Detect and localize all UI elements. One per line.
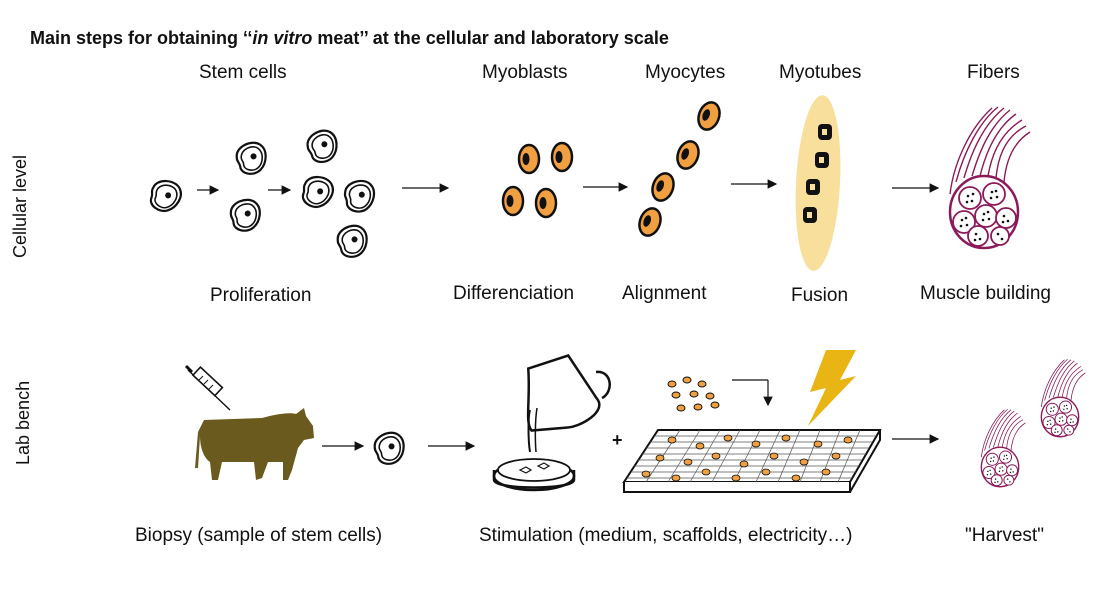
label-myotubes: Myotubes bbox=[779, 62, 862, 83]
plus-sign: + bbox=[612, 430, 623, 450]
step-alignment: Alignment bbox=[622, 283, 707, 304]
cow-icon bbox=[195, 408, 314, 480]
scaffold-grid bbox=[622, 429, 882, 493]
step-proliferation: Proliferation bbox=[210, 285, 312, 306]
stem-cell-pair bbox=[226, 137, 272, 235]
diagram-title: Main steps for obtaining ‘‘in vitro meat… bbox=[30, 28, 669, 48]
label-myocytes: Myocytes bbox=[645, 62, 726, 83]
lightning-icon bbox=[808, 350, 856, 426]
harvest-bundle-2 bbox=[980, 408, 1026, 488]
stem-cell-single bbox=[147, 177, 184, 215]
myocyte-cells bbox=[634, 98, 725, 240]
myotube bbox=[795, 95, 841, 271]
label-stem-cells: Stem cells bbox=[199, 62, 287, 83]
arrow-seeding bbox=[732, 379, 773, 407]
seeding-cells bbox=[667, 376, 720, 412]
medium-pitcher-icon bbox=[526, 354, 611, 453]
label-myoblasts: Myoblasts bbox=[482, 62, 568, 83]
stem-cell-cluster bbox=[299, 125, 378, 262]
petri-dish-icon bbox=[492, 458, 576, 492]
label-fibers: Fibers bbox=[967, 62, 1020, 83]
sampled-stem-cell bbox=[369, 427, 410, 469]
step-fusion: Fusion bbox=[791, 285, 849, 306]
myoblast-cells bbox=[501, 141, 574, 219]
lab-step-stimulation: Stimulation (medium, scaffolds, electric… bbox=[479, 525, 853, 546]
muscle-fiber-bundle bbox=[948, 105, 1032, 250]
lab-step-harvest: "Harvest" bbox=[965, 525, 1044, 546]
harvest-bundle-1 bbox=[1040, 358, 1086, 438]
step-differenciation: Differenciation bbox=[453, 283, 575, 304]
step-muscle-building: Muscle building bbox=[920, 283, 1051, 304]
lab-step-biopsy: Biopsy (sample of stem cells) bbox=[135, 525, 383, 546]
syringe-icon bbox=[184, 364, 231, 411]
